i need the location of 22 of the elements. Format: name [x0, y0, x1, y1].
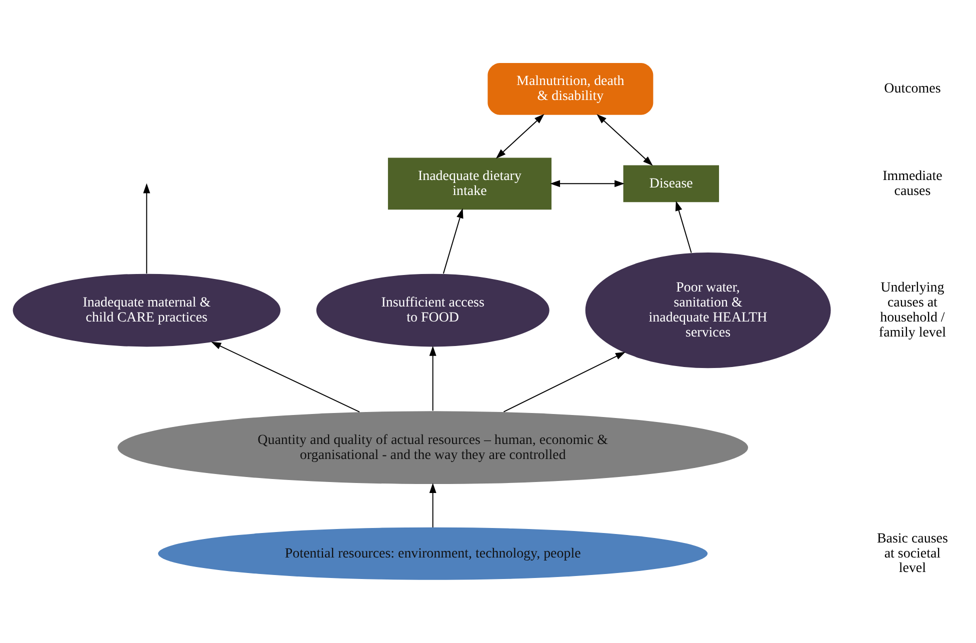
label: Basic causes at societal level: [877, 531, 948, 576]
node-ellipse: Poor water, sanitation & inadequate HEALTH services: [585, 252, 831, 368]
arrow: [550, 180, 625, 188]
node-box: Inadequate dietary intake: [388, 158, 552, 210]
node-box: Disease: [623, 165, 720, 202]
label: Immediate causes: [882, 168, 942, 199]
label: Underlying causes at household / family level: [878, 280, 946, 340]
node-ellipse: Potential resources: environment, technology, people: [158, 527, 708, 580]
arrow: [596, 114, 653, 166]
node-box: Malnutrition, death & disability: [488, 63, 654, 115]
arrow: [442, 208, 464, 274]
node-ellipse: Insufficient access to FOOD: [316, 274, 550, 347]
arrow: [143, 183, 150, 274]
node-ellipse: Quantity and quality of actual resources – human, economic & organisational - and the way they are controlled: [118, 411, 748, 484]
arrow: [429, 346, 436, 412]
arrow: [496, 114, 544, 159]
arrow: [503, 352, 626, 412]
node-ellipse: Inadequate maternal & child CARE practices: [12, 274, 280, 347]
label: Outcomes: [884, 82, 941, 97]
arrow: [211, 342, 360, 412]
arrow: [675, 200, 692, 254]
arrow: [429, 483, 436, 528]
